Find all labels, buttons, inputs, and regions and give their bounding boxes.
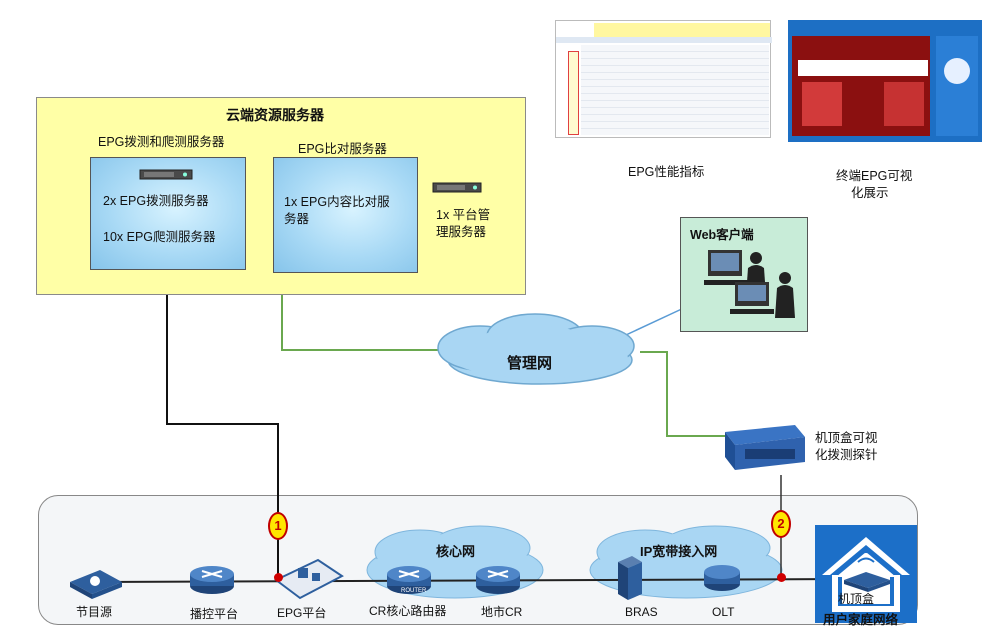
probe-device-line-1: 机顶盒可视 xyxy=(815,431,878,445)
home-network-label: 用户家庭网络 xyxy=(823,613,899,627)
compare-group-label: EPG比对服务器 xyxy=(298,142,387,156)
node-label-source: 节目源 xyxy=(76,605,113,619)
node-label-olt: OLT xyxy=(712,605,735,619)
screenshot-menu-bar xyxy=(798,60,928,76)
node-label-city-cr: 地市CR xyxy=(481,605,523,619)
junction-dot-1 xyxy=(274,573,283,582)
mgmt-net-label: 管理网 xyxy=(507,355,553,372)
screenshot-poster-1 xyxy=(802,82,842,126)
node-label-epg: EPG平台 xyxy=(277,606,327,620)
node-label-cr-core: CR核心路由器 xyxy=(369,604,447,618)
broadband-network-label: IP宽带接入网 xyxy=(640,544,718,559)
platform-line-2: 理服务器 xyxy=(436,225,487,239)
screenshot-remote-dpad xyxy=(944,58,970,84)
marker-badge-2: 2 xyxy=(771,510,791,538)
compare-server-box xyxy=(273,157,418,273)
terminal-caption-line-2: 化展示 xyxy=(851,186,889,200)
probe-device-line-2: 化拨测探针 xyxy=(815,448,878,462)
screenshot-remote-panel xyxy=(936,36,978,136)
epg-performance-screenshot xyxy=(555,20,772,138)
mgmt-cloud xyxy=(437,313,635,385)
terminal-caption-line-1: 终端EPG可视 xyxy=(836,169,913,183)
probe-line-2: 10x EPG爬测服务器 xyxy=(103,230,216,244)
compare-to-mgmt-line xyxy=(281,295,440,351)
screenshot-poster-2 xyxy=(884,82,924,126)
core-network-label: 核心网 xyxy=(436,544,476,559)
web-client-label: Web客户端 xyxy=(690,228,754,242)
compare-line-2: 务器 xyxy=(284,212,310,226)
node-label-playout: 播控平台 xyxy=(190,607,239,621)
router-tag: ROUTER xyxy=(401,588,427,594)
compare-line-1: 1x EPG内容比对服 xyxy=(284,195,390,209)
screenshot-header-strip xyxy=(594,23,770,37)
screenshot-table xyxy=(581,45,769,135)
platform-line-1: 1x 平台管 xyxy=(436,208,491,222)
mgmt-to-probe-line xyxy=(640,351,727,437)
junction-dot-2 xyxy=(777,573,786,582)
screenshot-sidebar-highlight xyxy=(568,51,579,135)
probe-group-label: EPG拨测和爬测服务器 xyxy=(98,135,225,149)
cloud-server-title: 云端资源服务器 xyxy=(226,107,324,123)
marker-badge-1: 1 xyxy=(268,512,288,540)
terminal-epg-screenshot xyxy=(788,20,982,142)
node-label-stb: 机顶盒 xyxy=(838,592,875,606)
probe-server-box xyxy=(90,157,246,270)
probe-line-1: 2x EPG拨测服务器 xyxy=(103,194,209,208)
epg-performance-caption: EPG性能指标 xyxy=(628,165,705,179)
screenshot-toolbar xyxy=(556,37,772,43)
node-label-bras: BRAS xyxy=(625,605,658,619)
